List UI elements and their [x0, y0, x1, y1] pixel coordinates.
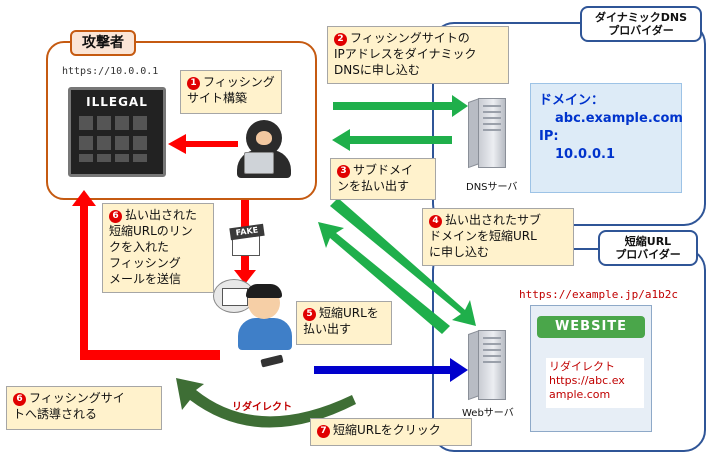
step-1-text: フィッシング サイト構築	[187, 75, 275, 105]
arrow-click-short-url	[314, 358, 468, 382]
step-3-text: サブドメイ ンを払い出す	[337, 163, 414, 193]
web-server-caption: Webサーバ	[462, 408, 514, 419]
website-page: WEBSITE リダイレクト https://abc.ex ample.com	[530, 305, 652, 432]
step-3-number: 3	[337, 165, 350, 178]
illegal-site-title: ILLEGAL	[86, 95, 148, 109]
envelope-icon	[222, 288, 248, 306]
shortener-provider-label: 短縮URL プロバイダー	[598, 230, 698, 266]
redirect-note-url-1: https://abc.ex	[549, 374, 625, 387]
arrow-apply-short-url	[330, 198, 476, 326]
arrow-issue-subdomain	[332, 129, 452, 151]
arrow-redirect	[176, 378, 356, 428]
laptop-icon	[244, 152, 274, 174]
website-logo: WEBSITE	[537, 316, 645, 338]
step-5-number: 5	[303, 308, 316, 321]
arrow-lured-to-phishing	[72, 190, 220, 360]
dns-record-note: ドメイン： abc.example.com IP: 10.0.0.1	[530, 83, 683, 193]
redirect-note-url-2: ample.com	[549, 388, 611, 401]
dns-provider-label: ダイナミックDNS プロバイダー	[580, 6, 702, 42]
dns-ip-value: 10.0.0.1	[555, 147, 616, 162]
attacker-ip: https://10.0.0.1	[62, 66, 159, 77]
dns-domain-value: abc.example.com	[555, 111, 683, 126]
arrow-apply-dns	[333, 95, 468, 117]
attacker-label: 攻撃者	[70, 30, 136, 56]
step-4-text: 払い出されたサブ ドメインを短縮URL に申し込む	[429, 213, 542, 259]
step-6b-number: 6	[13, 393, 26, 406]
arrow-issue-short-url	[318, 222, 450, 334]
web-server-icon	[478, 330, 506, 400]
step-6-number: 6	[109, 210, 122, 223]
step-6b-text: フィッシングサイ トへ誘導される	[13, 391, 125, 421]
step-2-text: フィッシングサイトの IPアドレスをダイナミック DNSに申し込む	[334, 31, 477, 77]
dns-server-icon	[478, 98, 506, 168]
redirect-note-title: リダイレクト	[549, 360, 615, 373]
step-6-text: 払い出された 短縮URLのリン クを入れた フィッシング メールを送信	[109, 208, 198, 286]
dns-ip-label: IP:	[539, 129, 559, 144]
step-4-number: 4	[429, 215, 442, 228]
arrow-build-site	[168, 134, 238, 154]
dns-server-caption: DNSサーバ	[466, 182, 518, 193]
step-7-text: 短縮URLをクリック	[333, 423, 441, 437]
step-2-number: 2	[334, 33, 347, 46]
step-5-text: 短縮URLを 払い出す	[303, 306, 379, 336]
illegal-site-screen: ILLEGAL	[68, 87, 166, 177]
dns-domain-label: ドメイン：	[539, 93, 605, 108]
short-url: https://example.jp/a1b2c	[519, 288, 678, 301]
step-1-number: 1	[187, 77, 200, 90]
step-7-number: 7	[317, 425, 330, 438]
redirect-note: リダイレクト https://abc.ex ample.com	[546, 358, 644, 408]
redirect-label: リダイレクト	[232, 402, 292, 413]
